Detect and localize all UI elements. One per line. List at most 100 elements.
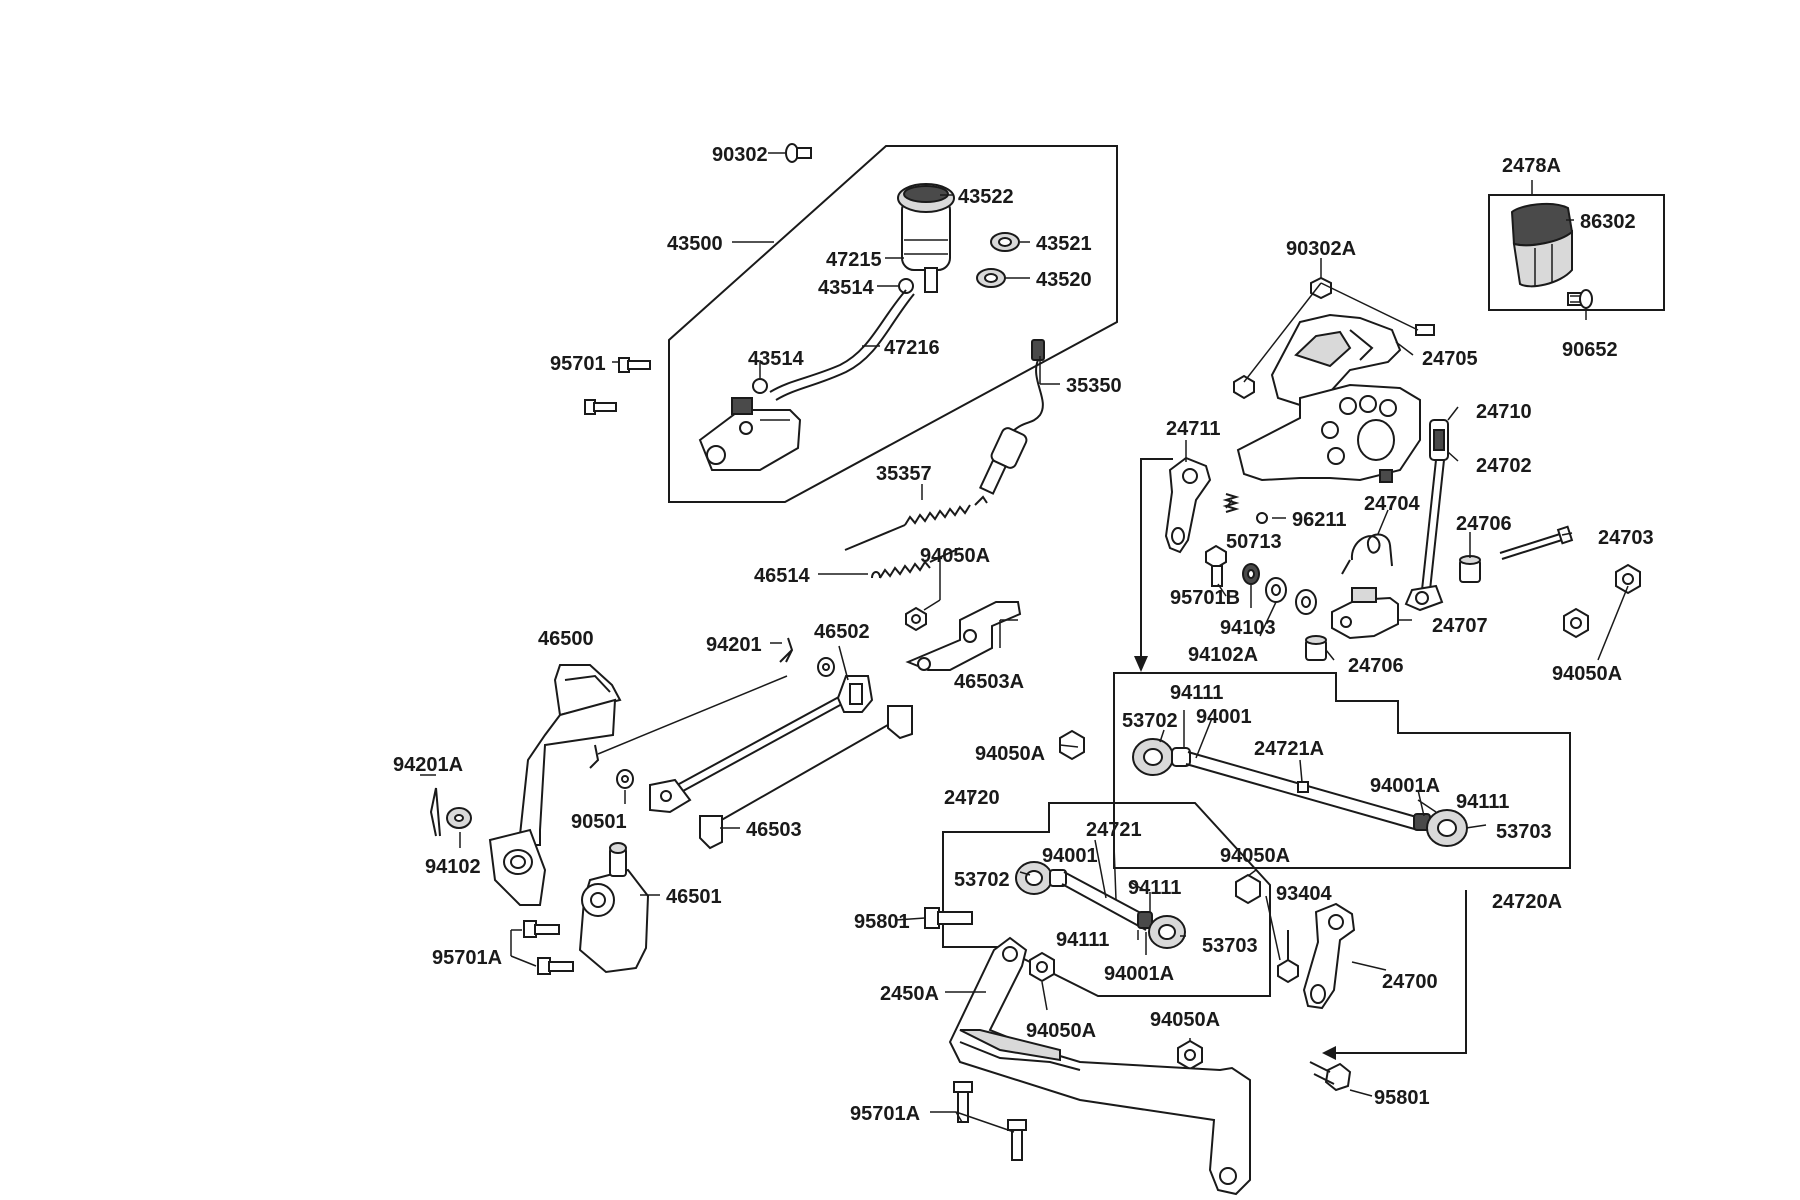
group-box-2478a: [1488, 194, 1665, 311]
shift-plate-24710-drawing: [1236, 383, 1421, 483]
cotter-pin-94201-drawing: [779, 637, 794, 663]
master-cylinder-drawing: [698, 397, 802, 471]
lever-2450a-drawing: [948, 936, 1251, 1196]
label-24703: 24703: [1598, 527, 1654, 549]
group-box-43500: [668, 145, 1118, 503]
collar-24706-upper-drawing: [1459, 555, 1481, 583]
label-50713: 50713: [1226, 531, 1282, 553]
label-90302: 90302: [712, 144, 768, 166]
label-94111-a: 94111: [1170, 682, 1223, 704]
label-24710: 24710: [1476, 401, 1532, 423]
bolt-95701b-drawing: [1205, 544, 1227, 587]
label-46503a: 46503A: [954, 671, 1024, 693]
label-24700: 24700: [1382, 971, 1438, 993]
bolt-93404-drawing: [1277, 930, 1299, 984]
label-53703-b: 53703: [1202, 935, 1258, 957]
cable-46502-drawing: [589, 675, 788, 769]
label-53702-b: 53702: [954, 869, 1010, 891]
label-24721: 24721: [1086, 819, 1142, 841]
pedal-46500-drawing: [488, 664, 622, 906]
label-90501: 90501: [571, 811, 627, 833]
label-94102a: 94102A: [1188, 644, 1258, 666]
clamp-43514-lower-drawing: [752, 378, 768, 394]
label-95801-upper: 95801: [854, 911, 910, 933]
label-46501: 46501: [666, 886, 722, 908]
label-86302: 86302: [1580, 211, 1636, 233]
label-94050a-right: 94050A: [1552, 663, 1622, 685]
nut-94050a-mid-drawing: [1059, 729, 1085, 761]
label-47216: 47216: [884, 337, 940, 359]
label-95701a-left: 95701A: [432, 947, 502, 969]
washer-94102-drawing: [446, 807, 472, 829]
plate-46501-drawing: [578, 842, 650, 974]
spring-24704-drawing: [1341, 533, 1393, 575]
label-43514-lower: 43514: [748, 348, 804, 370]
washer-94103-drawing: [1242, 563, 1260, 585]
bolt-95701-drawing: [584, 357, 651, 415]
label-90652: 90652: [1562, 339, 1618, 361]
washer-90501-drawing: [616, 769, 634, 789]
hose-47216-drawing: [769, 289, 915, 401]
bolt-95701a-left-drawing: [523, 920, 574, 975]
label-24720: 24720: [944, 787, 1000, 809]
label-24702: 24702: [1476, 455, 1532, 477]
label-43514-upper: 43514: [818, 277, 874, 299]
label-24706-upper: 24706: [1456, 513, 1512, 535]
washer-94102a-drawing: [1265, 577, 1317, 615]
screw-90652-drawing: [1567, 289, 1593, 309]
rod-24721a-drawing: [1132, 738, 1468, 847]
label-24707: 24707: [1432, 615, 1488, 637]
arrow-24711-to-24720a: [1134, 458, 1173, 672]
brake-switch-35350-drawing: [978, 339, 1045, 495]
reservoir-drawing: [897, 183, 955, 293]
nut-94050a-upper-drawing: [905, 606, 927, 632]
label-24711: 24711: [1166, 418, 1221, 440]
grommet-43521-drawing: [990, 232, 1020, 252]
label-24720a: 24720A: [1492, 891, 1562, 913]
label-95701: 95701: [550, 353, 606, 375]
label-94001-b: 94001: [1042, 845, 1098, 867]
arm-24700-drawing: [1302, 902, 1356, 1010]
label-90302a: 90302A: [1286, 238, 1356, 260]
grommet-43520-drawing: [976, 268, 1006, 288]
nut-94050a-bottom-right-drawing: [1177, 1039, 1203, 1071]
label-2450a: 2450A: [880, 983, 939, 1005]
label-93404: 93404: [1276, 883, 1332, 905]
label-43521: 43521: [1036, 233, 1092, 255]
label-43522: 43522: [958, 186, 1014, 208]
bolt-95701a-bottom-drawing: [953, 1081, 1027, 1161]
bracket-24707-drawing: [1331, 587, 1399, 640]
group-box-24720a: [1113, 672, 1571, 869]
rod-24721-drawing: [1015, 861, 1186, 949]
label-94001a-a: 94001A: [1370, 775, 1440, 797]
label-94050a-upper: 94050A: [920, 545, 990, 567]
label-53703-a: 53703: [1496, 821, 1552, 843]
label-94111-d: 94111: [1056, 929, 1109, 951]
cotter-pin-94201a-drawing: [429, 787, 441, 837]
label-43520: 43520: [1036, 269, 1092, 291]
label-24721a: 24721A: [1254, 738, 1324, 760]
label-94050a-93404: 94050A: [1220, 845, 1290, 867]
rod-46502-drawing: [649, 657, 874, 814]
label-94001-a: 94001: [1196, 706, 1252, 728]
label-35357: 35357: [876, 463, 932, 485]
label-94111-c: 94111: [1128, 877, 1181, 899]
bolt-95801-upper-drawing: [924, 907, 973, 929]
label-46502: 46502: [814, 621, 870, 643]
label-43500: 43500: [667, 233, 723, 255]
clamp-43514-upper-drawing: [898, 278, 914, 294]
arrow-24720a-to-24700: [1322, 890, 1467, 1060]
label-46514: 46514: [754, 565, 810, 587]
spring-50713-drawing: [1222, 493, 1240, 513]
collar-24706-lower-drawing: [1305, 635, 1327, 661]
bracket-24705-drawing: [1270, 313, 1402, 407]
label-24705: 24705: [1422, 348, 1478, 370]
label-94050a-mid: 94050A: [975, 743, 1045, 765]
label-94111-b: 94111: [1456, 791, 1509, 813]
bolt-95801-lower-drawing: [1309, 1061, 1352, 1092]
label-46503: 46503: [746, 819, 802, 841]
label-46500: 46500: [538, 628, 594, 650]
nut-94050a-right-drawing: [1563, 563, 1641, 639]
label-94102: 94102: [425, 856, 481, 878]
